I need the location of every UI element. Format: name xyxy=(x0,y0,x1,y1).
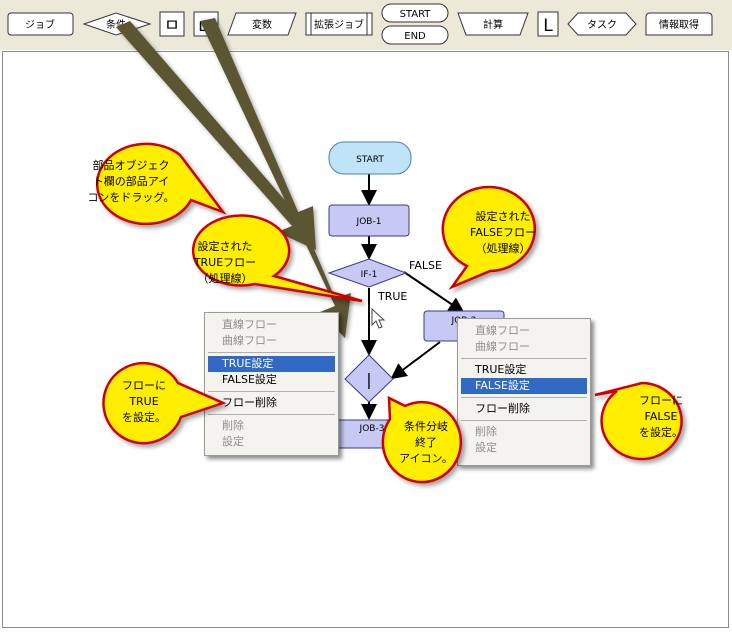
calc-tool-label: 計算 xyxy=(483,18,503,31)
menu-item-delete-flow[interactable]: フロー削除 xyxy=(475,402,530,415)
menu-item-settings[interactable]: 設定 xyxy=(475,441,497,454)
context-menu-right: 直線フロー 曲線フロー TRUE設定 FALSE設定 フロー削除 削除 設定 xyxy=(457,318,591,466)
flow-canvas[interactable] xyxy=(2,51,729,628)
extended-job-tool-label: 拡張ジョブ xyxy=(314,18,364,31)
end-tool-button[interactable]: END xyxy=(381,25,449,45)
menu-separator xyxy=(461,358,587,359)
menu-item-curved-flow[interactable]: 曲線フロー xyxy=(222,334,277,347)
menu-separator xyxy=(208,352,335,353)
menu-item-delete[interactable]: 削除 xyxy=(475,425,497,438)
menu-item-straight-flow[interactable]: 直線フロー xyxy=(475,324,530,337)
label-tool-button[interactable]: L xyxy=(537,11,559,37)
label-glyph: L xyxy=(543,16,553,36)
start-tool-label: START xyxy=(400,9,432,20)
toolbar: ジョブ 条件 ㅁ ш 変数 拡張ジョブ xyxy=(0,0,732,50)
job-tool-button[interactable]: ジョブ xyxy=(7,12,74,36)
menu-separator xyxy=(461,420,587,421)
menu-item-delete-flow[interactable]: フロー削除 xyxy=(222,396,277,409)
menu-item-delete[interactable]: 削除 xyxy=(222,419,244,432)
end-tool-label: END xyxy=(404,31,426,42)
variable-tool-label: 変数 xyxy=(252,18,272,31)
menu-item-false-setting[interactable]: FALSE設定 xyxy=(461,378,587,394)
context-menu-left: 直線フロー 曲線フロー TRUE設定 FALSE設定 フロー削除 削除 設定 xyxy=(204,312,339,456)
condition-tool-label: 条件 xyxy=(106,18,126,31)
loop-start-tool-button[interactable]: ㅁ xyxy=(159,11,185,37)
menu-item-settings[interactable]: 設定 xyxy=(222,435,244,448)
info-tool-label: 情報取得 xyxy=(659,18,699,31)
info-tool-button[interactable]: 情報取得 xyxy=(645,12,713,36)
menu-separator xyxy=(208,414,335,415)
menu-item-straight-flow[interactable]: 直線フロー xyxy=(222,318,277,331)
menu-item-curved-flow[interactable]: 曲線フロー xyxy=(475,340,530,353)
condition-tool-button[interactable]: 条件 xyxy=(82,12,152,36)
menu-item-false-setting[interactable]: FALSE設定 xyxy=(222,373,277,386)
menu-separator xyxy=(208,391,335,392)
variable-tool-button[interactable]: 変数 xyxy=(227,12,297,36)
menu-item-true-setting[interactable]: TRUE設定 xyxy=(208,356,335,372)
start-tool-button[interactable]: START xyxy=(381,3,449,23)
job-tool-label: ジョブ xyxy=(25,18,55,31)
toolbar-buttons: ジョブ 条件 ㅁ ш 変数 拡張ジョブ xyxy=(7,3,713,45)
loop-start-glyph: ㅁ xyxy=(164,16,180,36)
extended-job-tool-button[interactable]: 拡張ジョブ xyxy=(305,12,373,36)
task-tool-button[interactable]: タスク xyxy=(567,12,637,36)
loop-end-glyph: ш xyxy=(198,16,214,36)
calc-tool-button[interactable]: 計算 xyxy=(457,12,529,36)
menu-item-true-setting[interactable]: TRUE設定 xyxy=(475,363,527,376)
loop-end-tool-button[interactable]: ш xyxy=(193,11,219,37)
menu-separator xyxy=(461,397,587,398)
task-tool-label: タスク xyxy=(587,19,617,31)
